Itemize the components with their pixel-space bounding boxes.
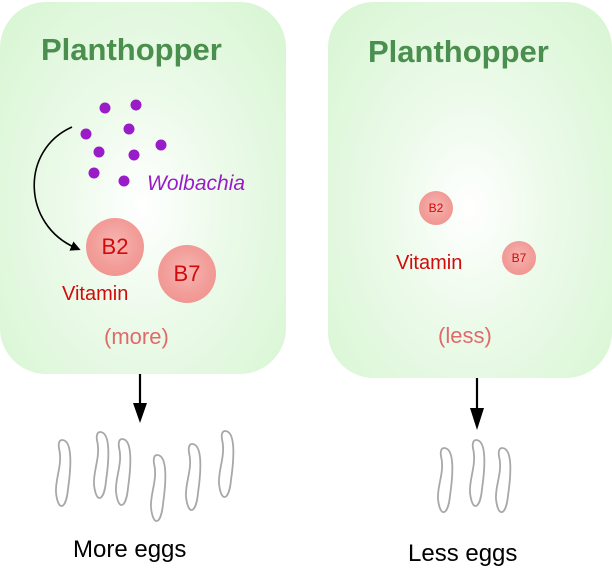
right-vitamin-label: Vitamin: [396, 252, 463, 274]
vitamin-b2-bubble-small: B2: [419, 191, 453, 225]
egg-icon: [150, 454, 167, 522]
eggs-left-group: [55, 430, 235, 522]
vitamin-b2-bubble: B2: [86, 218, 144, 276]
egg-icon: [437, 447, 454, 513]
synthesis-arrow: [33, 126, 81, 251]
right-panel-title: Planthopper: [368, 34, 549, 69]
egg-icon: [469, 439, 486, 507]
wolbachia-dot: [118, 175, 130, 187]
vitamin-b7-label-small: B7: [511, 251, 527, 265]
wolbachia-dot: [93, 146, 105, 158]
less-eggs-caption: Less eggs: [408, 540, 518, 567]
wolbachia-dot: [155, 139, 167, 151]
planthopper-without-wolbachia-panel: [328, 2, 612, 378]
egg-icon: [93, 431, 110, 499]
wolbachia-dot: [130, 99, 142, 111]
planthopper-with-wolbachia-panel: [0, 2, 286, 374]
right-down-arrow: [470, 378, 484, 430]
wolbachia-dots: [80, 99, 167, 187]
wolbachia-dot: [128, 149, 140, 161]
eggs-right-group: [437, 439, 512, 513]
left-amount-label: (more): [104, 324, 169, 349]
egg-icon: [218, 430, 235, 498]
left-down-arrow: [133, 374, 147, 423]
egg-icon: [185, 443, 202, 511]
vitamin-b7-bubble: B7: [158, 245, 216, 303]
egg-icon: [495, 447, 512, 513]
wolbachia-dot: [88, 167, 100, 179]
right-amount-label: (less): [438, 323, 492, 348]
wolbachia-dot: [123, 123, 135, 135]
wolbachia-dot: [99, 102, 111, 114]
wolbachia-dot: [80, 128, 92, 140]
left-panel-title: Planthopper: [41, 32, 222, 67]
vitamin-b2-label: B2: [101, 234, 129, 259]
left-vitamin-label: Vitamin: [62, 283, 129, 305]
egg-icon: [115, 438, 132, 506]
egg-icon: [55, 439, 72, 507]
vitamin-b7-label: B7: [173, 261, 201, 286]
more-eggs-caption: More eggs: [73, 536, 187, 563]
vitamin-b2-label-small: B2: [428, 201, 444, 215]
vitamin-b7-bubble-small: B7: [502, 241, 536, 275]
wolbachia-label: Wolbachia: [147, 172, 246, 195]
